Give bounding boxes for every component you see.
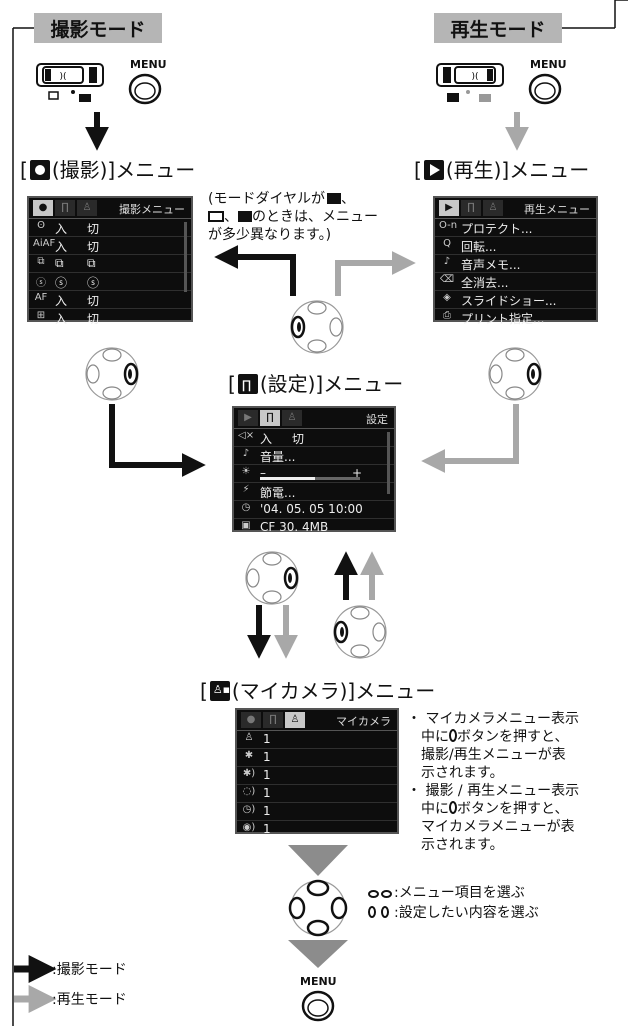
list-item[interactable]: ◷'04. 05. 05 10:00 — [234, 501, 394, 519]
tab-shooting[interactable]: ● — [241, 712, 261, 728]
shooting-mode-tab: 撮影モード — [34, 13, 162, 43]
dpad-left-icon[interactable] — [330, 602, 390, 662]
list-item[interactable]: ▣CF 30. 4MB — [241, 520, 329, 534]
mycamera-icon: ♙▪ — [209, 681, 230, 701]
scrollbar[interactable] — [387, 432, 390, 494]
shooting-mode-switch-icon[interactable]: )( — [35, 62, 107, 106]
list-item[interactable]: ♪音量... — [234, 447, 394, 465]
tab-mycamera[interactable]: ♙ — [77, 200, 97, 216]
list-item[interactable]: ✱1 — [237, 749, 397, 767]
menu-button-label: MENU — [530, 58, 567, 71]
menu-button-icon[interactable] — [298, 989, 338, 1023]
camera-icon — [29, 160, 50, 180]
screen-title: 撮影メニュー — [119, 203, 185, 216]
menu-button-icon[interactable] — [126, 72, 166, 106]
left-button-icon — [449, 801, 457, 814]
dpad-right-icon[interactable] — [82, 344, 142, 404]
setup-icon: ∏ — [237, 374, 258, 394]
tab-setup[interactable]: ∏ — [260, 410, 280, 426]
list-item[interactable]: ♙1 — [237, 731, 397, 749]
tab-playback[interactable]: ▶ — [439, 200, 459, 216]
menu-button-label: MENU — [130, 58, 167, 71]
mycamera-menu-screen: ● ∏ ♙ マイカメラ ♙1 ✱1 ✱)1 ◌)1 ◷)1 ◉)1 — [235, 708, 399, 836]
menu-button-icon[interactable] — [526, 72, 566, 106]
setup-menu-screen: ▶ ∏ ♙ 設定 ◁×入切 ♪音量... ☀– + ⚡節電... ◷'04. 0… — [232, 406, 396, 534]
dpad-right-icon[interactable] — [242, 548, 302, 608]
playback-menu-title: [(再生)]メニュー — [414, 158, 590, 182]
tab-setup[interactable]: ∏ — [55, 200, 75, 216]
screen-title: 設定 — [366, 413, 388, 426]
list-item[interactable]: ◉)1 — [242, 822, 271, 836]
list-item[interactable]: ◌)1 — [237, 785, 397, 803]
mycamera-note-2: ・ 撮影 / 再生メニュー表示 中にボタンを押すと、 マイカメラメニューが表 示… — [407, 783, 580, 853]
setup-menu-title: [∏(設定)]メニュー — [228, 372, 404, 396]
shooting-menu-title: [(撮影)]メニュー — [20, 158, 196, 182]
list-item[interactable]: ◁×入切 — [234, 429, 394, 447]
up-down-buttons-icon — [368, 885, 394, 903]
right-button-icon — [449, 729, 457, 742]
dpad-left-icon[interactable] — [287, 297, 347, 357]
svg-text:)(: )( — [59, 72, 66, 82]
list-item[interactable]: ⚡節電... — [234, 483, 394, 501]
left-right-buttons-icon — [368, 905, 394, 923]
list-item[interactable]: ⌫全消去... — [435, 273, 596, 291]
movie-icon — [238, 211, 252, 222]
tab-mycamera[interactable]: ♙ — [285, 712, 305, 728]
legend-shooting-mode: :撮影モード — [52, 962, 127, 978]
mycamera-note-1: ・ マイカメラメニュー表示 中にボタンを押すと、 撮影/再生メニューが表 示され… — [407, 711, 580, 781]
tab-playback[interactable]: ▶ — [238, 410, 258, 426]
menu-button-label: MENU — [300, 975, 337, 988]
legend-playback-mode: :再生モード — [52, 992, 127, 1008]
camera-icon — [327, 193, 342, 204]
dpad-right-icon[interactable] — [485, 344, 545, 404]
list-item[interactable]: ♪音声メモ... — [435, 255, 596, 273]
list-item[interactable]: ☀– + — [234, 465, 394, 483]
screen-title: マイカメラ — [336, 715, 391, 728]
tab-shooting[interactable]: ● — [33, 200, 53, 216]
tab-mycamera[interactable]: ♙ — [483, 200, 503, 216]
playback-mode-switch-icon[interactable]: )( — [435, 62, 507, 106]
playback-icon — [423, 160, 444, 180]
tab-mycamera[interactable]: ♙ — [282, 410, 302, 426]
select-item-note: :メニュー項目を選ぶ — [368, 884, 525, 903]
select-content-note: :設定したい内容を選ぶ — [368, 904, 539, 923]
scrollbar[interactable] — [184, 222, 187, 292]
list-item[interactable]: ◈スライドショー... — [435, 291, 596, 309]
tab-setup[interactable]: ∏ — [263, 712, 283, 728]
list-item[interactable]: ⊞入切 — [36, 310, 100, 326]
brightness-slider[interactable] — [260, 477, 360, 480]
mycamera-menu-title: [♙▪(マイカメラ)]メニュー — [200, 679, 436, 703]
tab-setup[interactable]: ∏ — [461, 200, 481, 216]
list-item[interactable]: ⧉⧉⧉ — [29, 255, 191, 273]
list-item[interactable]: ⎙プリント指定... — [443, 310, 545, 326]
stitch-icon — [208, 211, 224, 222]
screen-title: 再生メニュー — [524, 203, 590, 216]
playback-mode-tab: 再生モード — [434, 13, 562, 43]
list-item[interactable]: ✱)1 — [237, 767, 397, 785]
dpad-all-directions-icon[interactable] — [285, 876, 351, 940]
svg-text:)(: )( — [471, 72, 478, 82]
mode-dial-note: (モードダイヤルが、 、のときは、メニュー が多少異なります。) — [208, 191, 378, 243]
list-item[interactable]: ◷)1 — [237, 803, 397, 821]
